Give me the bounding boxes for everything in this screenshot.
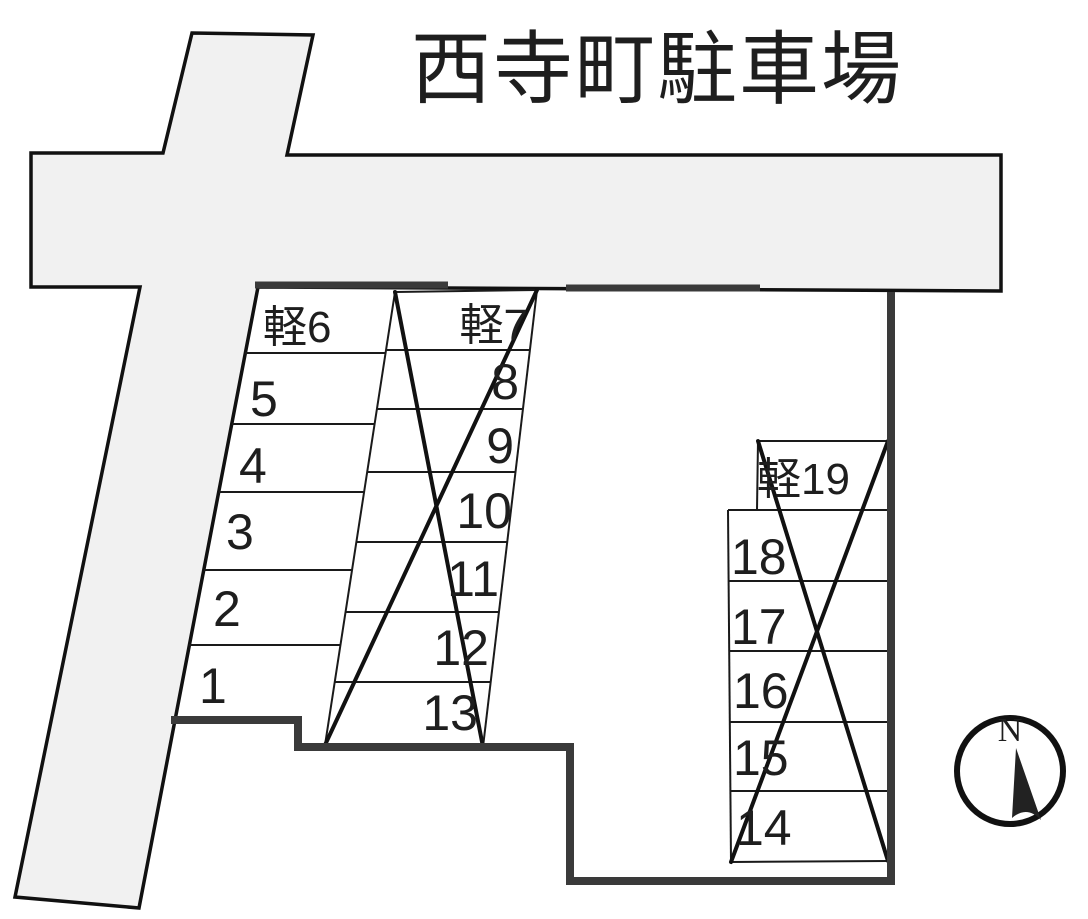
kei19-left-edge <box>756 440 759 511</box>
compass-north-label: N <box>998 712 1023 749</box>
space-label: 軽7 <box>460 301 528 350</box>
space-label: 11 <box>447 551 499 607</box>
space-label: 18 <box>731 529 787 585</box>
space-label: 2 <box>213 581 241 637</box>
space-label: 4 <box>239 438 267 494</box>
space-label: 14 <box>736 800 792 856</box>
left-column <box>189 291 396 746</box>
middle-column-right-edge <box>482 289 538 748</box>
right-column-left-edge <box>727 509 732 863</box>
boundary-wall <box>171 281 895 885</box>
space-label: 軽6 <box>263 303 331 352</box>
space-label: 1 <box>199 658 227 714</box>
page-title: 西寺町駐車場 <box>411 25 903 114</box>
space-label: 8 <box>491 354 519 410</box>
space-label: 9 <box>486 418 514 474</box>
compass: N <box>954 712 1066 827</box>
space-label: 12 <box>433 620 489 676</box>
cross-mark-right-column <box>729 439 890 864</box>
middle-column-labels: 軽7 8 9 10 11 12 13 <box>422 301 528 741</box>
compass-circle <box>954 715 1066 827</box>
boundary-perimeter <box>171 292 895 885</box>
space-label: 16 <box>733 663 789 719</box>
left-column-labels: 軽6 5 4 3 2 1 <box>199 303 331 714</box>
space-label: 17 <box>731 599 787 655</box>
compass-needle-icon <box>1012 748 1041 820</box>
left-column-right-edge <box>324 291 396 746</box>
space-label: 15 <box>733 730 789 786</box>
middle-column <box>335 289 538 748</box>
cross-mark-middle-column <box>323 288 539 749</box>
space-label: 5 <box>250 371 278 427</box>
right-column-bottom-edge <box>730 860 889 863</box>
middle-column-top-edge <box>394 289 538 293</box>
road-shape <box>12 31 1003 910</box>
space-label: 3 <box>226 504 254 560</box>
right-column-labels: 軽19 18 17 16 15 14 <box>731 455 850 856</box>
space-label: 13 <box>422 685 478 741</box>
space-label: 軽19 <box>757 455 850 504</box>
space-label: 10 <box>456 483 512 539</box>
